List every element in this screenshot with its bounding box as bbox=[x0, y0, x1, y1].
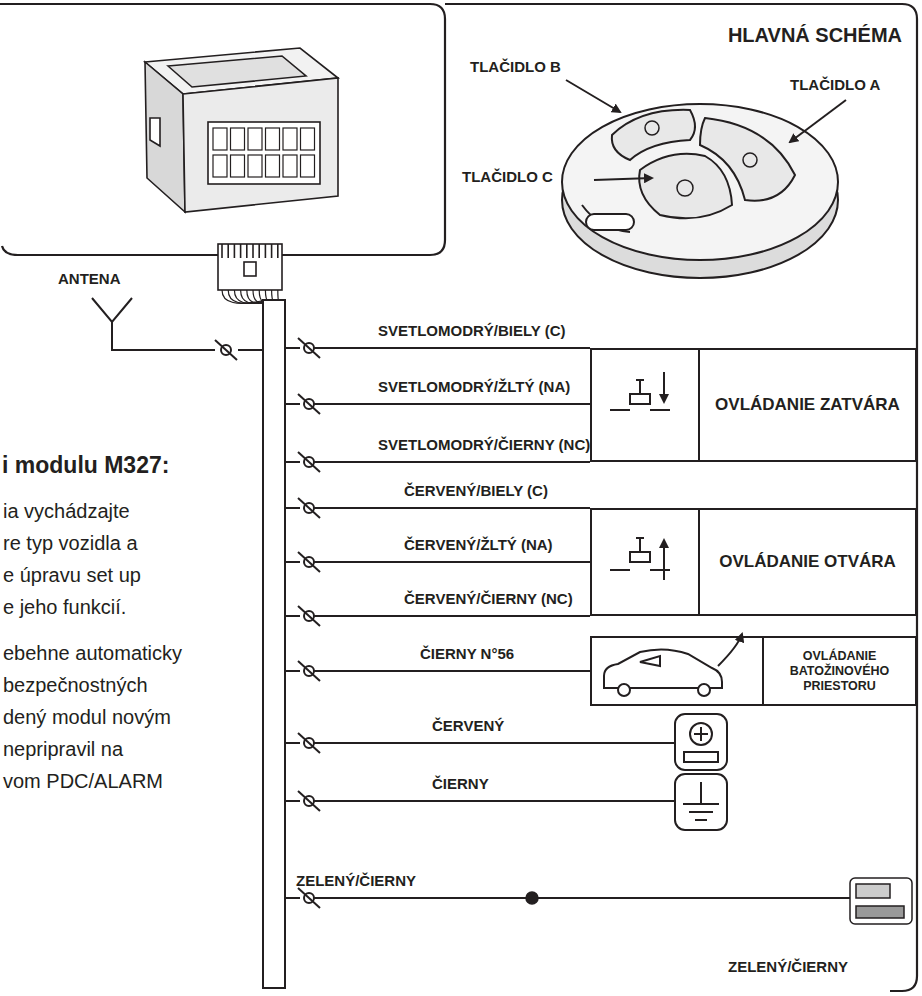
note-heading: i modulu M327: bbox=[2, 452, 169, 478]
note-line: ebehne automaticky bbox=[3, 642, 182, 665]
text-cell: OVLÁDANIE BATOŽINOVÉHO PRIESTORU bbox=[762, 638, 915, 704]
wire-label: SVETLOMODRÝ/ČIERNY (NC) bbox=[378, 436, 590, 453]
wire-label: ZELENÝ/ČIERNY bbox=[728, 958, 848, 975]
module-illustration bbox=[145, 48, 338, 212]
note-line: e jeho funkcií. bbox=[3, 596, 126, 619]
diagram-title: HLAVNÁ SCHÉMA bbox=[728, 24, 902, 47]
wire-label: SVETLOMODRÝ/BIELY (C) bbox=[378, 322, 566, 339]
control-box: OVLÁDANIE OTVÁRA bbox=[590, 508, 917, 616]
control-unit-icon bbox=[526, 878, 912, 924]
button-label: TLAČIDLO B bbox=[470, 58, 561, 75]
note-line: re typ vozidla a bbox=[3, 532, 138, 555]
inset-panel bbox=[0, 4, 445, 255]
ground-symbol bbox=[675, 774, 727, 830]
box-text: OVLÁDANIE OTVÁRA bbox=[719, 552, 896, 572]
note-line: dený modul novým bbox=[3, 706, 171, 729]
note-line: ia vychádzajte bbox=[3, 500, 130, 523]
note-line: nepripravil na bbox=[3, 738, 123, 761]
box-text: OVLÁDANIE BATOŽINOVÉHO PRIESTORU bbox=[772, 649, 907, 694]
wire-label: ČIERNY N°56 bbox=[420, 645, 514, 662]
button-label: TLAČIDLO A bbox=[790, 76, 880, 93]
wire-label: ČERVENÝ/ŽLTÝ (NA) bbox=[404, 536, 553, 553]
text-cell: OVLÁDANIE OTVÁRA bbox=[698, 510, 915, 614]
wire-label: ČERVENÝ bbox=[432, 717, 504, 734]
trunk-symbol bbox=[604, 634, 742, 696]
control-box: OVLÁDANIE BATOŽINOVÉHO PRIESTORU bbox=[590, 636, 917, 706]
wires bbox=[215, 338, 850, 908]
wire-label: ZELENÝ/ČIERNY bbox=[296, 872, 416, 889]
wire-label: ČIERNY bbox=[432, 775, 489, 792]
remote-control bbox=[562, 104, 838, 278]
harness-plug bbox=[218, 244, 282, 290]
wire-label: SVETLOMODRÝ/ŽLTÝ (NA) bbox=[378, 378, 570, 395]
wire-label: ČERVENÝ/ČIERNY (NC) bbox=[404, 590, 573, 607]
battery-symbol bbox=[675, 714, 727, 770]
note-line: bezpečnostných bbox=[3, 674, 148, 697]
control-box: OVLÁDANIE ZATVÁRA bbox=[590, 348, 917, 462]
text-cell: OVLÁDANIE ZATVÁRA bbox=[698, 350, 915, 460]
harness-bar bbox=[263, 300, 285, 988]
antenna-label: ANTENA bbox=[58, 270, 121, 287]
leader-arrows bbox=[566, 80, 846, 180]
lock-symbol bbox=[610, 372, 670, 410]
box-text: OVLÁDANIE ZATVÁRA bbox=[715, 395, 900, 415]
note-line: vom PDC/ALARM bbox=[3, 770, 163, 793]
unlock-symbol bbox=[610, 538, 670, 580]
button-label: TLAČIDLO C bbox=[462, 168, 553, 185]
note-line: e úpravu set up bbox=[3, 564, 141, 587]
antenna-symbol bbox=[92, 298, 263, 350]
wire-label: ČERVENÝ/BIELY (C) bbox=[404, 482, 548, 499]
